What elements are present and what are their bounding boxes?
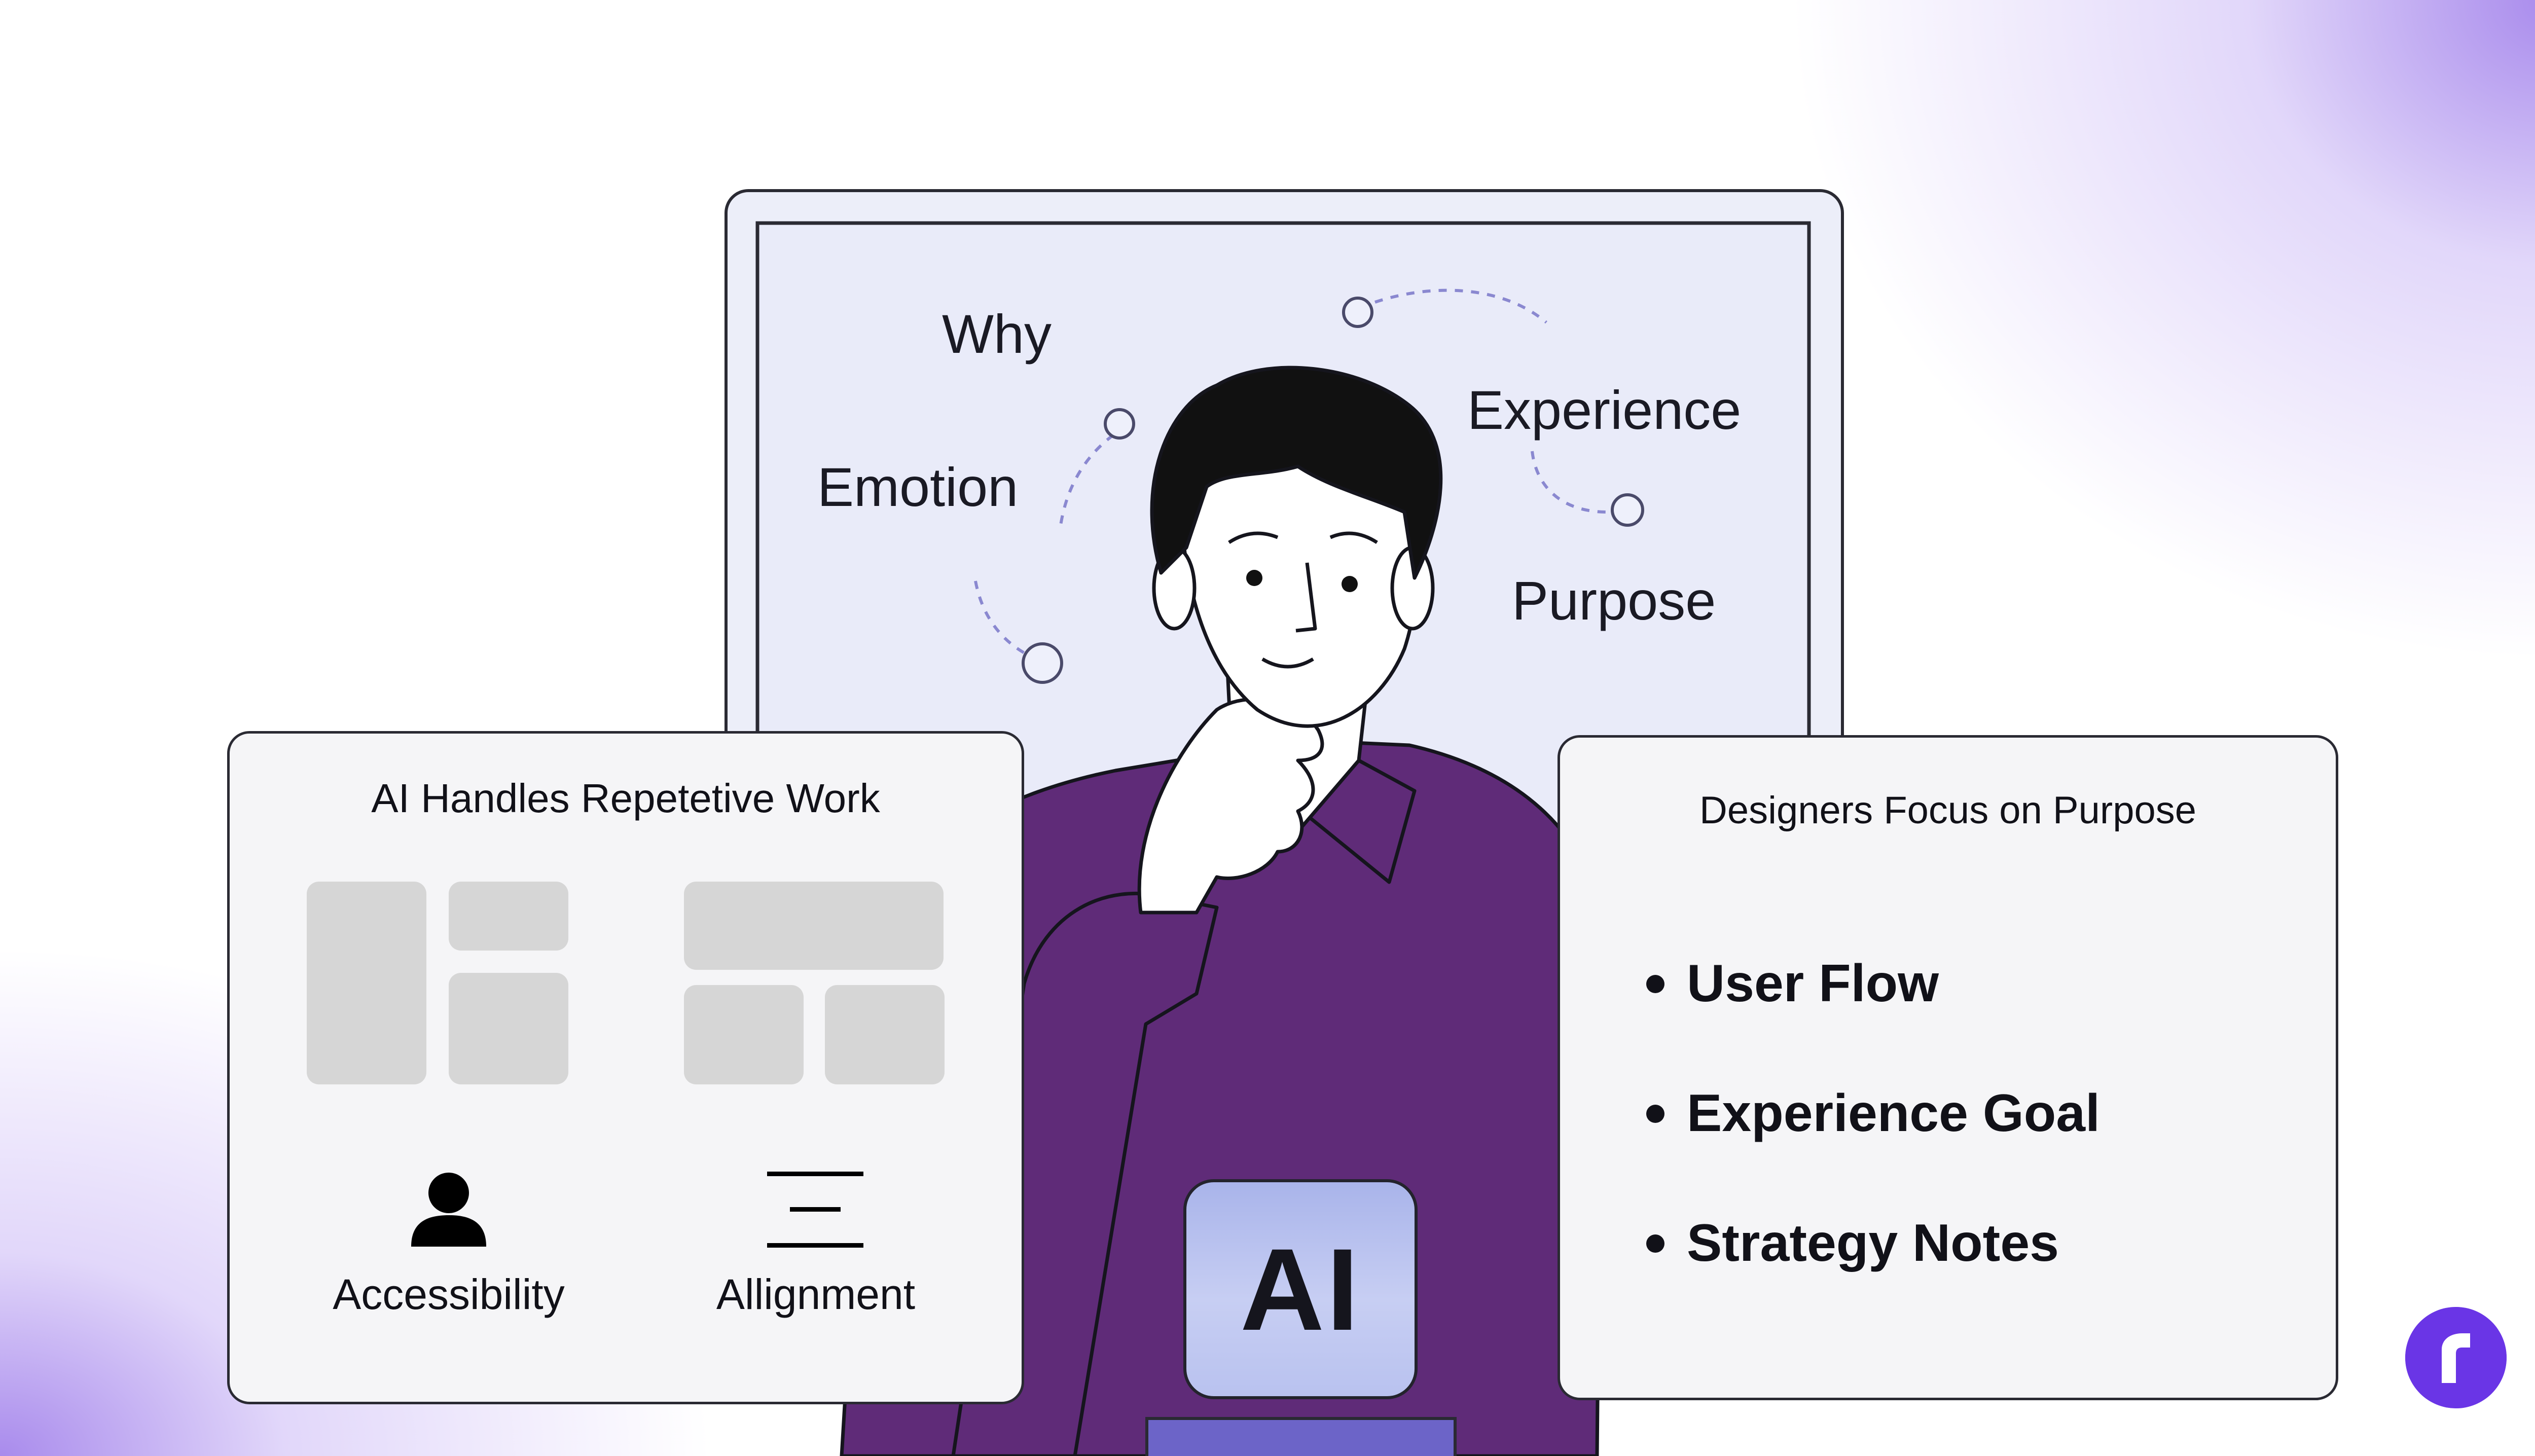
layout-tile [307, 882, 426, 1084]
feature-label-accessibility: Accessibility [333, 1270, 565, 1318]
connector-dot [1611, 493, 1644, 527]
bullet-list: User Flow Experience Goal Strategy Notes [1560, 738, 2336, 1398]
repetitive-work-card: AI Handles Repetetive Work Accessibility… [227, 731, 1024, 1404]
person-icon [411, 1173, 486, 1247]
ai-badge-label: AI [1240, 1224, 1361, 1355]
bullet-dot [1646, 1104, 1664, 1123]
feature-label-allignment: Allignment [716, 1270, 916, 1318]
list-item: Strategy Notes [1646, 1213, 2059, 1273]
hand [1137, 697, 1324, 915]
word-experience: Experience [1467, 379, 1741, 441]
word-emotion: Emotion [817, 456, 1018, 518]
word-why: Why [942, 303, 1052, 365]
connector-dot [1342, 297, 1373, 328]
connector-dots [1022, 297, 1644, 684]
list-item: Experience Goal [1646, 1083, 2101, 1144]
list-item-label: User Flow [1687, 954, 1939, 1013]
r-logo-icon[interactable] [2405, 1307, 2507, 1408]
connector-dot [1104, 408, 1135, 440]
align-center-icon [767, 1172, 863, 1248]
layout-tile [825, 985, 945, 1084]
list-item-label: Strategy Notes [1687, 1214, 2059, 1272]
word-purpose: Purpose [1512, 570, 1716, 631]
bullet-dot [1646, 974, 1664, 993]
designers-focus-card: Designers Focus on Purpose User Flow Exp… [1558, 735, 2338, 1400]
hair [1150, 366, 1443, 580]
thought-connectors [974, 288, 1608, 656]
ai-badge: AI [1183, 1179, 1418, 1399]
layout-tile [449, 973, 568, 1084]
list-item-label: Experience Goal [1687, 1084, 2101, 1143]
connector-dot [1022, 642, 1063, 684]
card-title: AI Handles Repetetive Work [371, 776, 880, 821]
layout-tile [684, 985, 804, 1084]
ai-stand [1145, 1417, 1457, 1456]
layout-tile [684, 882, 944, 970]
layout-tile [449, 882, 568, 951]
bullet-dot [1646, 1234, 1664, 1253]
card-title: Designers Focus on Purpose [1699, 789, 2197, 832]
list-item: User Flow [1646, 954, 1939, 1014]
